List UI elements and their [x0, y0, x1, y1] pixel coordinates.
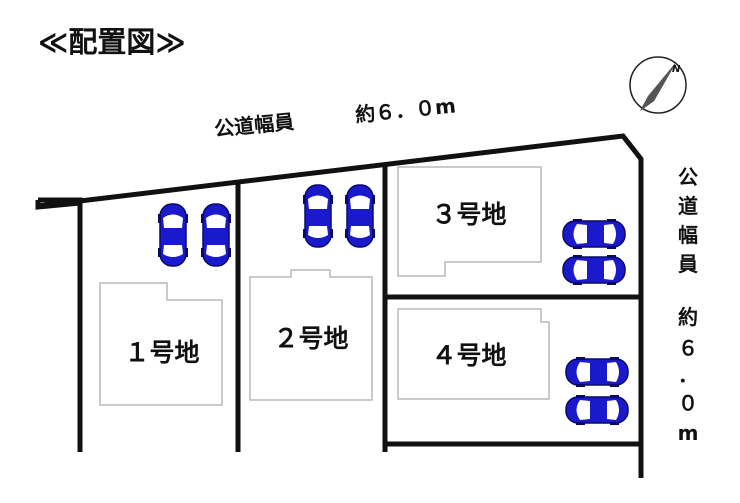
- car-icon: [565, 356, 629, 388]
- lot-boundaries: [35, 133, 644, 478]
- lot-3-label: ３号地: [431, 200, 506, 229]
- road-top-name: 公道幅員: [213, 109, 295, 141]
- building-lot-2: [249, 269, 373, 401]
- road-right-char: 公: [678, 165, 698, 189]
- car-icon: [562, 254, 626, 286]
- compass-north-label: N: [672, 64, 681, 75]
- car-icon: [302, 184, 334, 248]
- road-right-char: 員: [677, 252, 698, 276]
- building-outlines: [99, 166, 550, 406]
- car-icon: [157, 203, 189, 267]
- boundary-lot-1-left: [38, 197, 83, 452]
- road-right-char: 幅: [678, 223, 698, 247]
- car-icon: [200, 203, 232, 267]
- building-lot-3: [397, 166, 542, 277]
- car-icon: [565, 394, 629, 426]
- building-lot-1: [99, 282, 223, 406]
- road-right-char: 約: [678, 305, 698, 329]
- road-right-char: ．: [678, 363, 698, 387]
- north-compass-icon: N: [629, 56, 687, 114]
- road-right-char: m: [678, 421, 699, 445]
- lot-4-label: ４号地: [431, 341, 506, 370]
- road-right-label: 公 道 幅 員 約 ６ ． ０ m: [677, 165, 698, 445]
- parked-cars: [157, 184, 629, 426]
- road-right-char: 道: [678, 194, 698, 218]
- road-right-char: ０: [678, 391, 698, 415]
- plan-title: ≪配置図≫: [38, 25, 186, 59]
- lot-2-label: ２号地: [273, 324, 348, 353]
- car-icon: [344, 184, 376, 248]
- road-right-char: ６: [678, 336, 698, 360]
- building-lot-4: [397, 308, 550, 400]
- road-top-width: 約６．０m: [354, 93, 457, 127]
- lot-1-label: １号地: [124, 338, 199, 367]
- car-icon: [562, 218, 626, 250]
- boundary-road-line: [37, 133, 644, 478]
